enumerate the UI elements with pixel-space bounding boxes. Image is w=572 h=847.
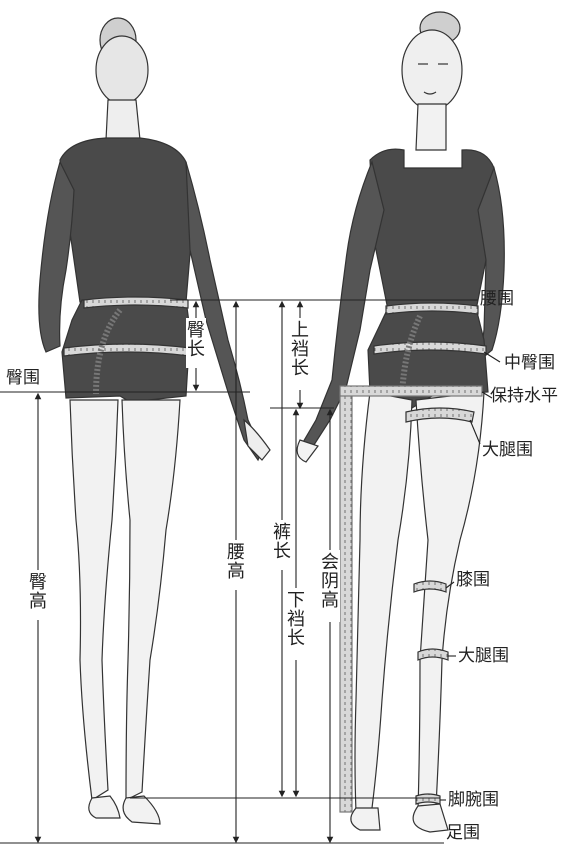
head-back xyxy=(96,36,148,104)
back-right-hand xyxy=(244,420,270,460)
back-view-figure xyxy=(39,18,270,824)
back-left-leg xyxy=(70,400,118,800)
label-foot-girth: 足围 xyxy=(446,825,480,842)
back-right-leg xyxy=(122,400,180,800)
front-ankle-tape xyxy=(416,794,440,804)
label-thigh-girth-lower: 大腿围 xyxy=(458,648,509,665)
crotch-ruler xyxy=(340,392,352,812)
label-hip-length: 臀长 xyxy=(186,322,206,360)
level-bar xyxy=(340,386,482,396)
back-left-arm xyxy=(39,162,74,352)
label-hip-height: 臀高 xyxy=(28,574,48,612)
label-waist-height: 腰高 xyxy=(226,544,246,582)
label-keep-level: 保持水平 xyxy=(490,388,558,405)
front-bodysuit-top xyxy=(370,149,494,310)
front-right-leg xyxy=(416,392,484,810)
label-upper-crotch: 上裆长 xyxy=(290,322,310,379)
label-mid-hip-girth: 中臀围 xyxy=(504,355,555,372)
label-pants-length: 裤长 xyxy=(272,524,292,562)
label-thigh-girth-upper: 大腿围 xyxy=(482,442,533,459)
head-front xyxy=(402,30,462,110)
label-knee-girth: 膝围 xyxy=(456,572,490,589)
back-bodysuit-top xyxy=(60,138,192,302)
label-lower-crotch: 下裆长 xyxy=(286,592,306,649)
label-waist-girth: 腰围 xyxy=(480,291,514,308)
front-left-leg xyxy=(355,392,412,812)
label-crotch-height: 会阴高 xyxy=(320,554,340,611)
front-view-figure xyxy=(297,12,504,832)
label-ankle-girth: 脚腕围 xyxy=(448,792,499,809)
back-right-arm xyxy=(186,162,262,460)
label-hip-girth: 臀围 xyxy=(6,370,40,387)
